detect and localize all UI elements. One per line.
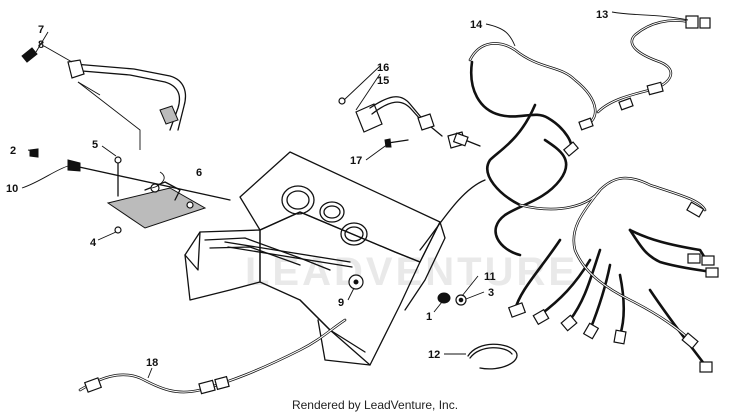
gauge-opening-right (340, 222, 368, 246)
nut (437, 292, 451, 304)
callout-13: 13 (596, 9, 608, 21)
callout-10: 10 (6, 183, 18, 195)
callout-7: 7 (38, 24, 44, 36)
callout-18: 18 (146, 357, 158, 369)
main-wiring-harness (452, 42, 719, 373)
cable-tie (467, 343, 518, 370)
throttle-cable-clamp (21, 47, 187, 150)
callout-15: 15 (377, 75, 389, 87)
callout-2: 2 (10, 145, 16, 157)
callout-leaders (21, 11, 689, 379)
gauge-opening-center (319, 201, 345, 223)
callout-14: 14 (470, 19, 483, 31)
callout-12: 12 (428, 349, 440, 361)
callout-9: 9 (338, 297, 344, 309)
callout-8: 8 (38, 39, 44, 51)
callout-4: 4 (90, 237, 97, 249)
gauge-opening-left (281, 185, 315, 215)
callout-labels: 7 8 5 6 2 10 4 16 15 17 14 13 9 11 3 1 1… (6, 9, 608, 369)
callout-5: 5 (92, 139, 98, 151)
callout-11: 11 (484, 271, 496, 283)
mounting-bracket (106, 181, 207, 229)
callout-16: 16 (377, 62, 389, 74)
sub-harness (596, 15, 711, 114)
callout-3: 3 (488, 287, 494, 299)
lower-cable (78, 318, 347, 395)
dash-panel (184, 151, 486, 366)
callout-1: 1 (426, 311, 432, 323)
callout-17: 17 (350, 155, 362, 167)
render-credit: Rendered by LeadVenture, Inc. (291, 398, 459, 412)
callout-6: 6 (196, 167, 202, 179)
